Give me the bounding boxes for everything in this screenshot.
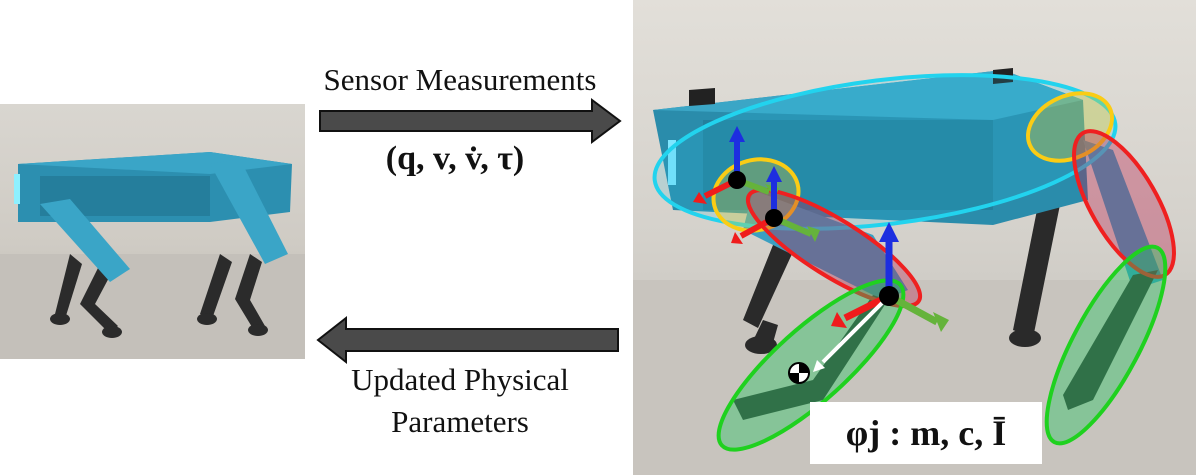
left-robot-body: [14, 152, 292, 282]
backward-arrow: [316, 315, 619, 365]
frame-knee-upper: [731, 166, 820, 244]
parameters-formula-box: φj : m, c, Ī: [810, 402, 1042, 464]
left-robot-photo: [0, 104, 305, 359]
updated-parameters-label-line1: Updated Physical: [351, 362, 569, 397]
right-robot-photo: [633, 0, 1196, 475]
sensor-measurements-label: Sensor Measurements: [323, 62, 597, 97]
lower-leg-ellipse-right: [1044, 244, 1168, 446]
measurement-formula: (q, v, v̇, τ): [385, 140, 525, 177]
left-robot-legs: [50, 254, 268, 338]
frame-knee: [813, 222, 949, 372]
updated-parameters-label-line2: Parameters: [391, 404, 529, 439]
center-of-mass-icon: [788, 362, 810, 384]
upper-leg-ellipse-left: [745, 187, 923, 309]
forward-arrow: [319, 98, 622, 144]
hip-ellipse-right: [1026, 91, 1114, 163]
lower-leg-ellipse-left: [716, 278, 906, 452]
